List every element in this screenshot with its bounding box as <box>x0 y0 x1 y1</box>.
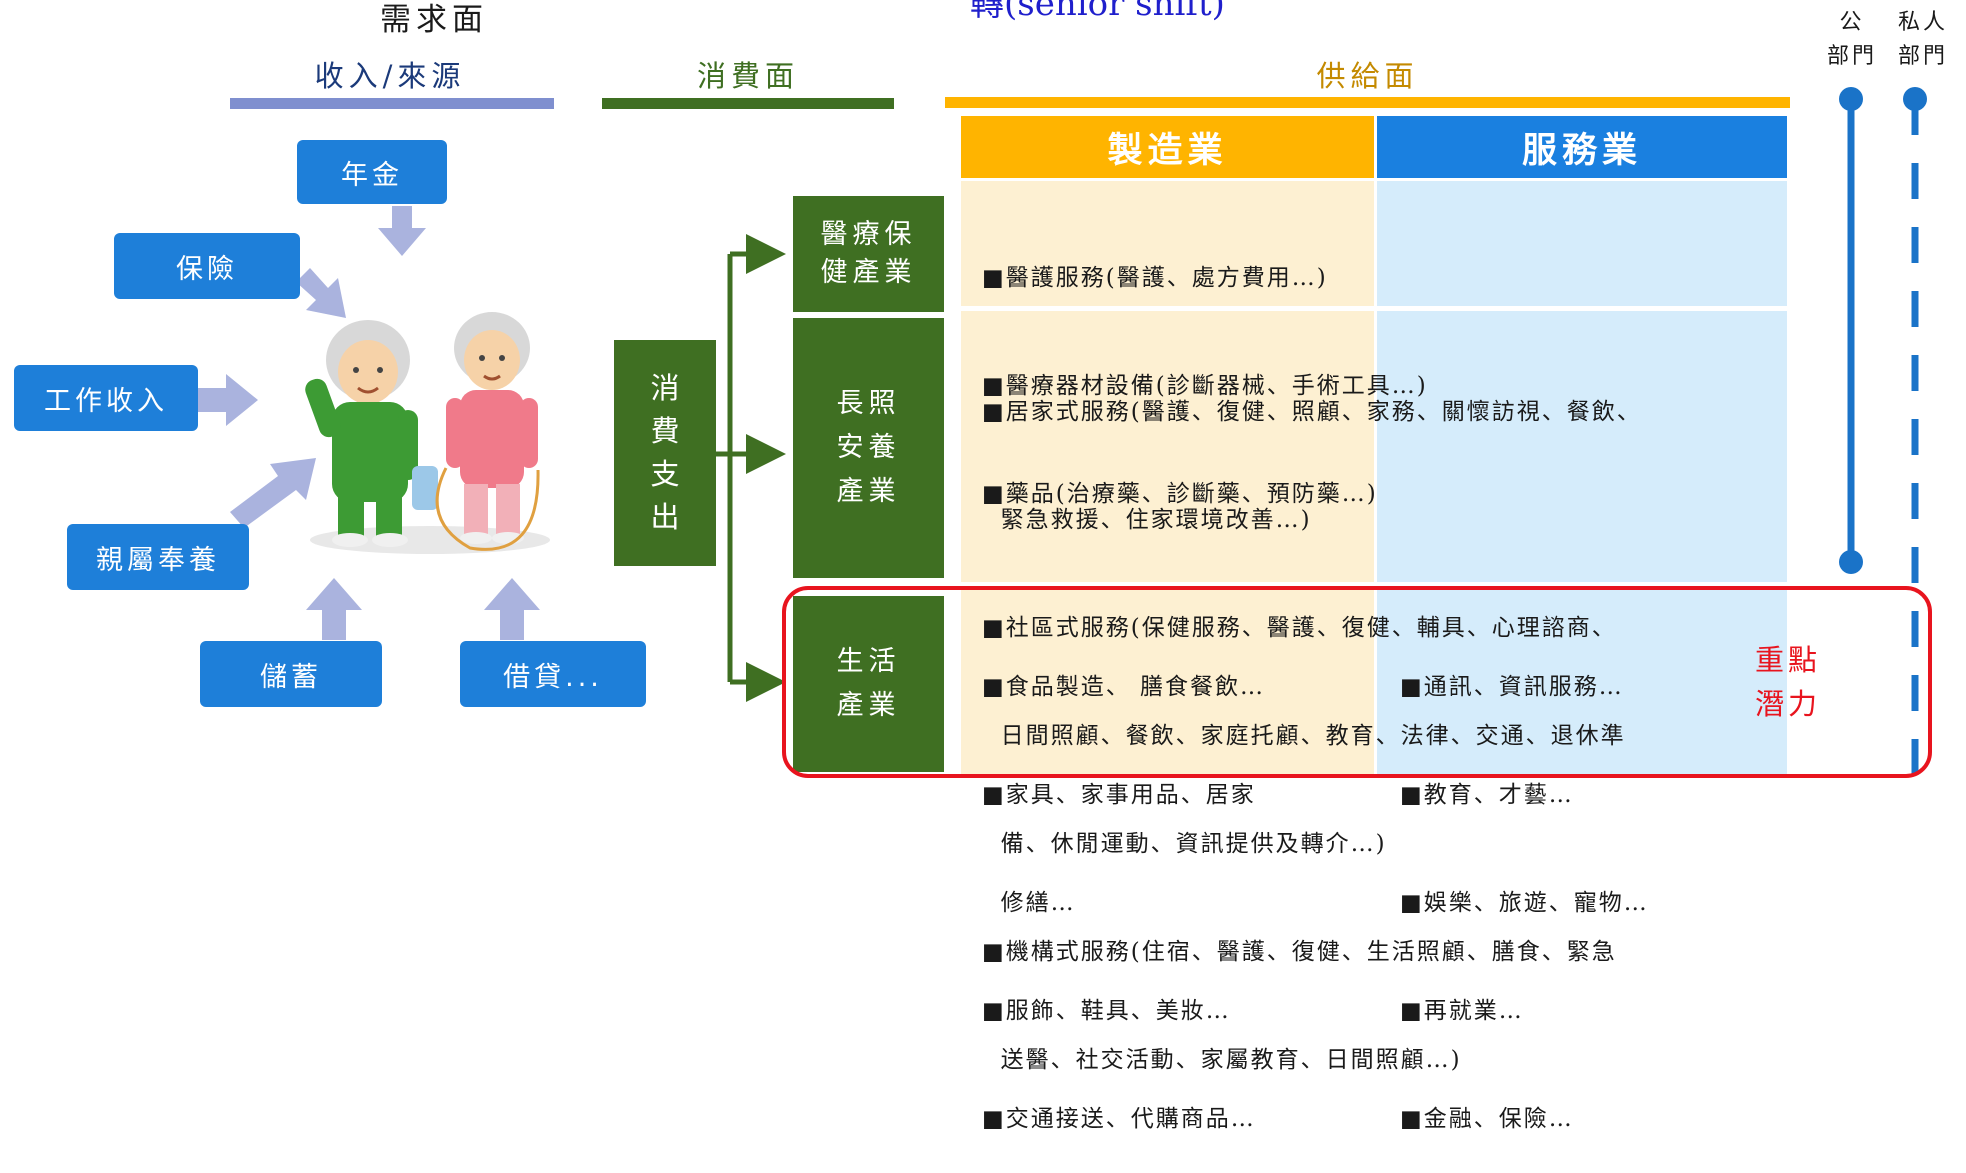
private-sector-line <box>1903 87 1927 782</box>
source-pension[interactable]: 年金 <box>297 140 447 204</box>
list-item: 緊急救援、住家環境改善…) <box>982 507 1312 533</box>
demand-title: 需求面 <box>380 2 488 38</box>
connector-layer <box>198 87 1927 782</box>
arrow-family <box>230 458 316 528</box>
senior-shift-text: 轉(senior shift) <box>970 0 1225 24</box>
arrow-savings <box>306 578 362 640</box>
list-item: 日間照顧、餐飲、家庭托顧、教育、法律、交通、退休準 <box>982 723 1626 749</box>
column-manufacturing: 製造業 <box>961 116 1374 178</box>
list-item: ■再就業… <box>1400 998 1524 1024</box>
list-item: ■藥品(治療藥、診斷藥、預防藥…) <box>982 481 1378 507</box>
elderly-couple-illustration <box>305 312 550 554</box>
source-insurance[interactable]: 保險 <box>114 233 300 299</box>
list-item: ■通訊、資訊服務… <box>1400 674 1624 700</box>
consumption-header: 消費面 <box>696 59 799 93</box>
row-divider <box>961 582 1787 587</box>
list-item: ■娛樂、旅遊、寵物… <box>1400 890 1649 916</box>
list-item: ■社區式服務(保健服務、醫護、復健、輔具、心理諮商、 <box>982 615 1617 641</box>
services-body <box>1377 181 1787 778</box>
private-sector-label: 私人 部門 <box>1897 10 1948 69</box>
category-living[interactable]: 生活 產業 <box>793 596 944 772</box>
list-item: ■居家式服務(醫護、復健、照顧、家務、關懷訪視、餐飲、 <box>982 399 1642 425</box>
income-bar <box>230 98 554 109</box>
column-services: 服務業 <box>1377 116 1787 178</box>
consumption-bar <box>602 98 894 109</box>
list-item: 修繕… <box>982 890 1076 916</box>
consumption-spending-box: 消 費 支 出 <box>614 340 716 566</box>
medical-items: ■醫護服務(醫護、處方費用…) ■醫療器材設備(診斷器械、手術工具…) ■藥品(… <box>982 188 1428 548</box>
source-family-support[interactable]: 親屬奉養 <box>67 524 249 590</box>
income-header: 收入/來源 <box>314 59 466 93</box>
row-divider <box>961 306 1787 311</box>
source-loans[interactable]: 借貸... <box>460 641 646 707</box>
source-savings[interactable]: 儲蓄 <box>200 641 382 707</box>
category-longterm-care[interactable]: 長照 安養 產業 <box>793 318 944 578</box>
arrow-loans <box>484 578 540 640</box>
source-work-income[interactable]: 工作收入 <box>14 365 198 431</box>
supply-header: 供給面 <box>1316 59 1419 93</box>
category-medical[interactable]: 醫療保 健產業 <box>793 196 944 312</box>
arrow-pension <box>378 206 426 256</box>
manufacturing-body <box>961 181 1374 778</box>
list-item: ■醫護服務(醫護、處方費用…) <box>982 265 1328 291</box>
arrow-work <box>198 374 258 426</box>
list-item: ■教育、才藝… <box>1400 782 1574 808</box>
list-item: ■交通接送、代購商品… <box>982 1106 1256 1132</box>
focus-potential-label: 重點 潛力 <box>1754 643 1821 721</box>
list-item: ■食品製造、 膳食餐飲… <box>982 674 1266 700</box>
list-item: ■家具、家事用品、居家 <box>982 782 1256 808</box>
public-sector-line <box>1839 87 1863 574</box>
list-item: ■醫療器材設備(診斷器械、手術工具…) <box>982 373 1428 399</box>
list-item: ■服飾、鞋具、美妝… <box>982 998 1231 1024</box>
list-item: ■金融、保險… <box>1400 1106 1574 1132</box>
supply-bar <box>945 97 1790 108</box>
public-sector-label: 公 部門 <box>1826 10 1877 69</box>
arrow-insurance <box>296 268 346 318</box>
focus-highlight-frame <box>782 586 1932 778</box>
